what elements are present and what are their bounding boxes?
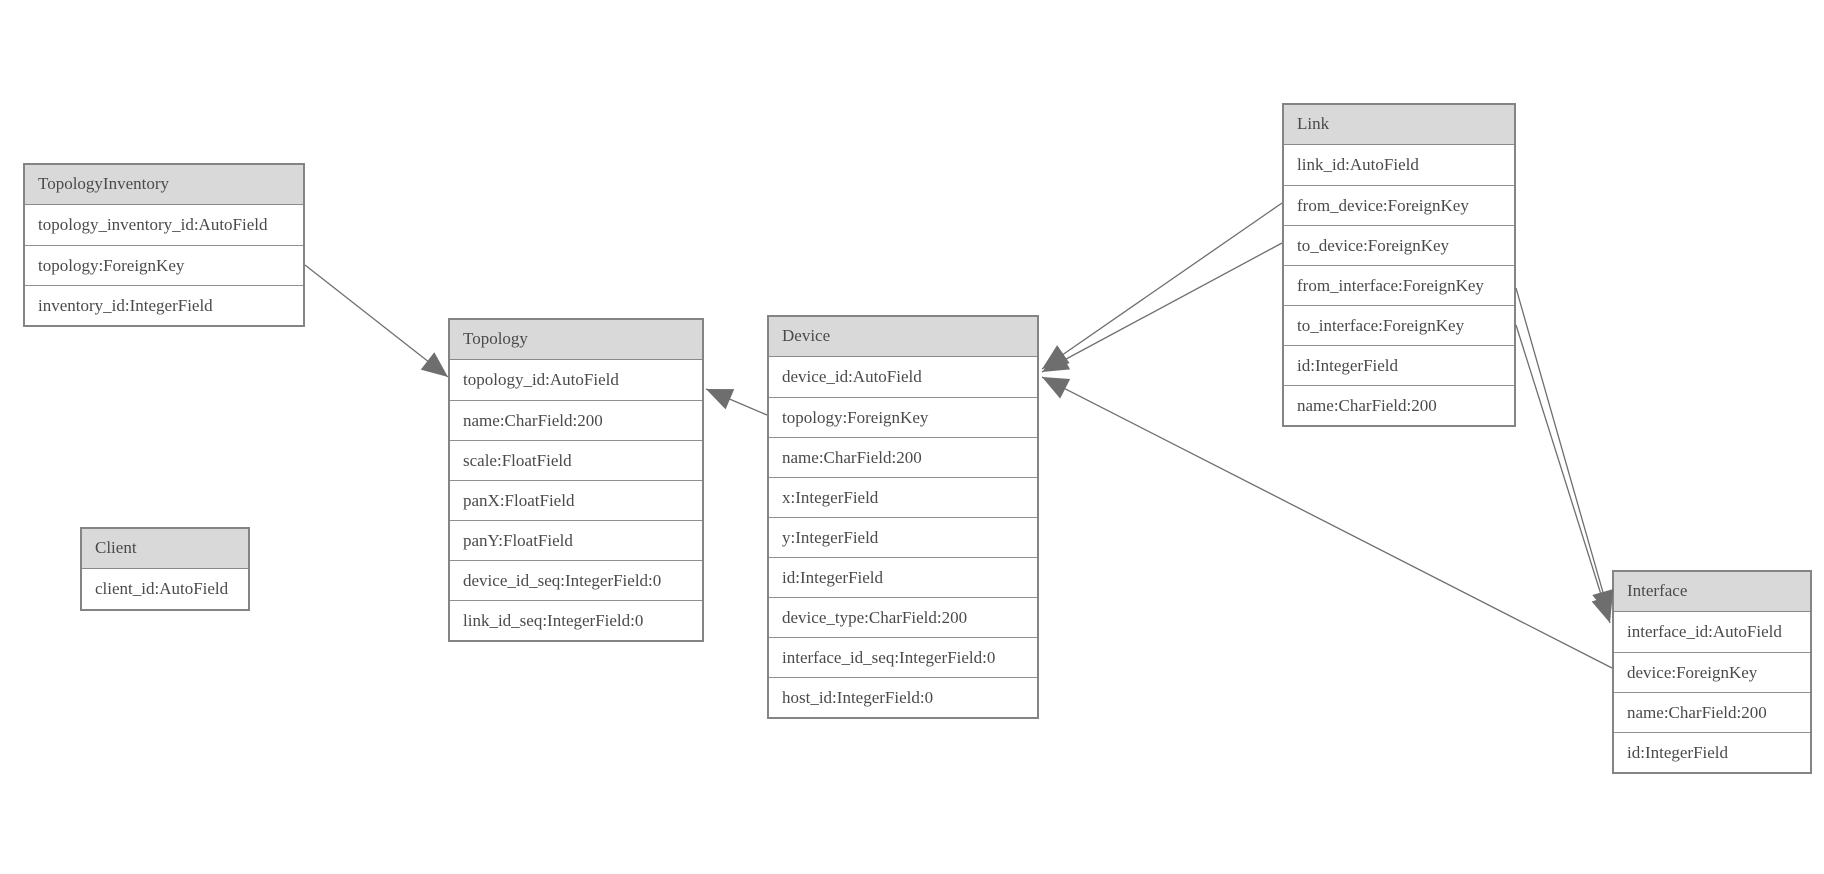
entity-field-row: device_type:CharField:200 [769,597,1037,637]
entity-field-row: topology_inventory_id:AutoField [38,215,268,234]
relationship-arrowhead [706,389,735,410]
entity-field-row: id:IntegerField [1614,732,1810,772]
entity-field-row: name:CharField:200 [1614,692,1810,732]
relationship-arrowhead [1042,377,1071,399]
entity-field-row: name:CharField:200 [1284,385,1514,425]
entity-table-link: Link link_id:AutoField from_device:Foreign… [1282,103,1516,427]
entity-field-row: link_id_seq:IntegerField:0 [450,600,702,640]
relationship-line-device-topology [705,388,768,416]
relationship-line-link-to_interface-interface [1515,324,1611,624]
entity-title: Device [769,317,1037,357]
entity-field-row: to_interface:ForeignKey [1284,305,1514,345]
entity-field-row: id:IntegerField [769,557,1037,597]
entity-title: TopologyInventory [25,165,303,205]
entity-table-client: Client client_id:AutoField [80,527,250,611]
entity-field-row: device:ForeignKey [1614,652,1810,692]
entity-field-row: topology:ForeignKey [25,245,303,285]
entity-field-row: inventory_id:IntegerField [25,285,303,325]
entity-field-row: device_id_seq:IntegerField:0 [450,560,702,600]
entity-field-row: client_id:AutoField [95,579,229,598]
entity-title: Interface [1614,572,1810,612]
entity-field-row: to_device:ForeignKey [1284,225,1514,265]
entity-field-row: topology:ForeignKey [769,397,1037,437]
entity-field-row: interface_id_seq:IntegerField:0 [769,637,1037,677]
entity-field-row: x:IntegerField [769,477,1037,517]
entity-field-row: from_interface:ForeignKey [1284,265,1514,305]
entity-table-topologyinventory: TopologyInventory topology_inventory_id:A… [23,163,305,327]
entity-field-row: scale:FloatField [450,440,702,480]
relationship-line-link-from_interface-interface [1515,287,1611,618]
entity-field-row: name:CharField:200 [769,437,1037,477]
relationship-line-topologyinventory-topology [304,264,449,378]
relationship-arrowhead [1042,345,1070,369]
entity-field-row: host_id:IntegerField:0 [769,677,1037,717]
entity-field-row: y:IntegerField [769,517,1037,557]
relationship-arrowhead [1592,588,1614,617]
entity-field-row: topology_id:AutoField [463,370,619,389]
entity-field-row: panX:FloatField [450,480,702,520]
entity-field-row: link_id:AutoField [1297,155,1419,174]
relationship-arrowhead [420,352,448,377]
entity-table-interface: Interface interface_id:AutoField device:Fo… [1612,570,1812,774]
relationship-arrowhead [1042,350,1071,372]
entity-field-row: from_device:ForeignKey [1284,185,1514,225]
relationship-arrowhead [1591,594,1613,623]
entity-field-row: interface_id:AutoField [1627,622,1782,641]
entity-table-device: Device device_id:AutoField topology:Foreig… [767,315,1039,719]
entity-field-row: panY:FloatField [450,520,702,560]
relationship-line-link-to_device-device [1041,242,1283,373]
entity-field-row: device_id:AutoField [782,367,922,386]
entity-table-topology: Topology topology_id:AutoField name:CharFi… [448,318,704,642]
entity-title: Link [1284,105,1514,145]
entity-field-row: id:IntegerField [1284,345,1514,385]
entity-field-row: name:CharField:200 [450,400,702,440]
entity-title: Client [82,529,248,569]
relationship-line-link-from_device-device [1041,202,1283,370]
entity-title: Topology [450,320,702,360]
